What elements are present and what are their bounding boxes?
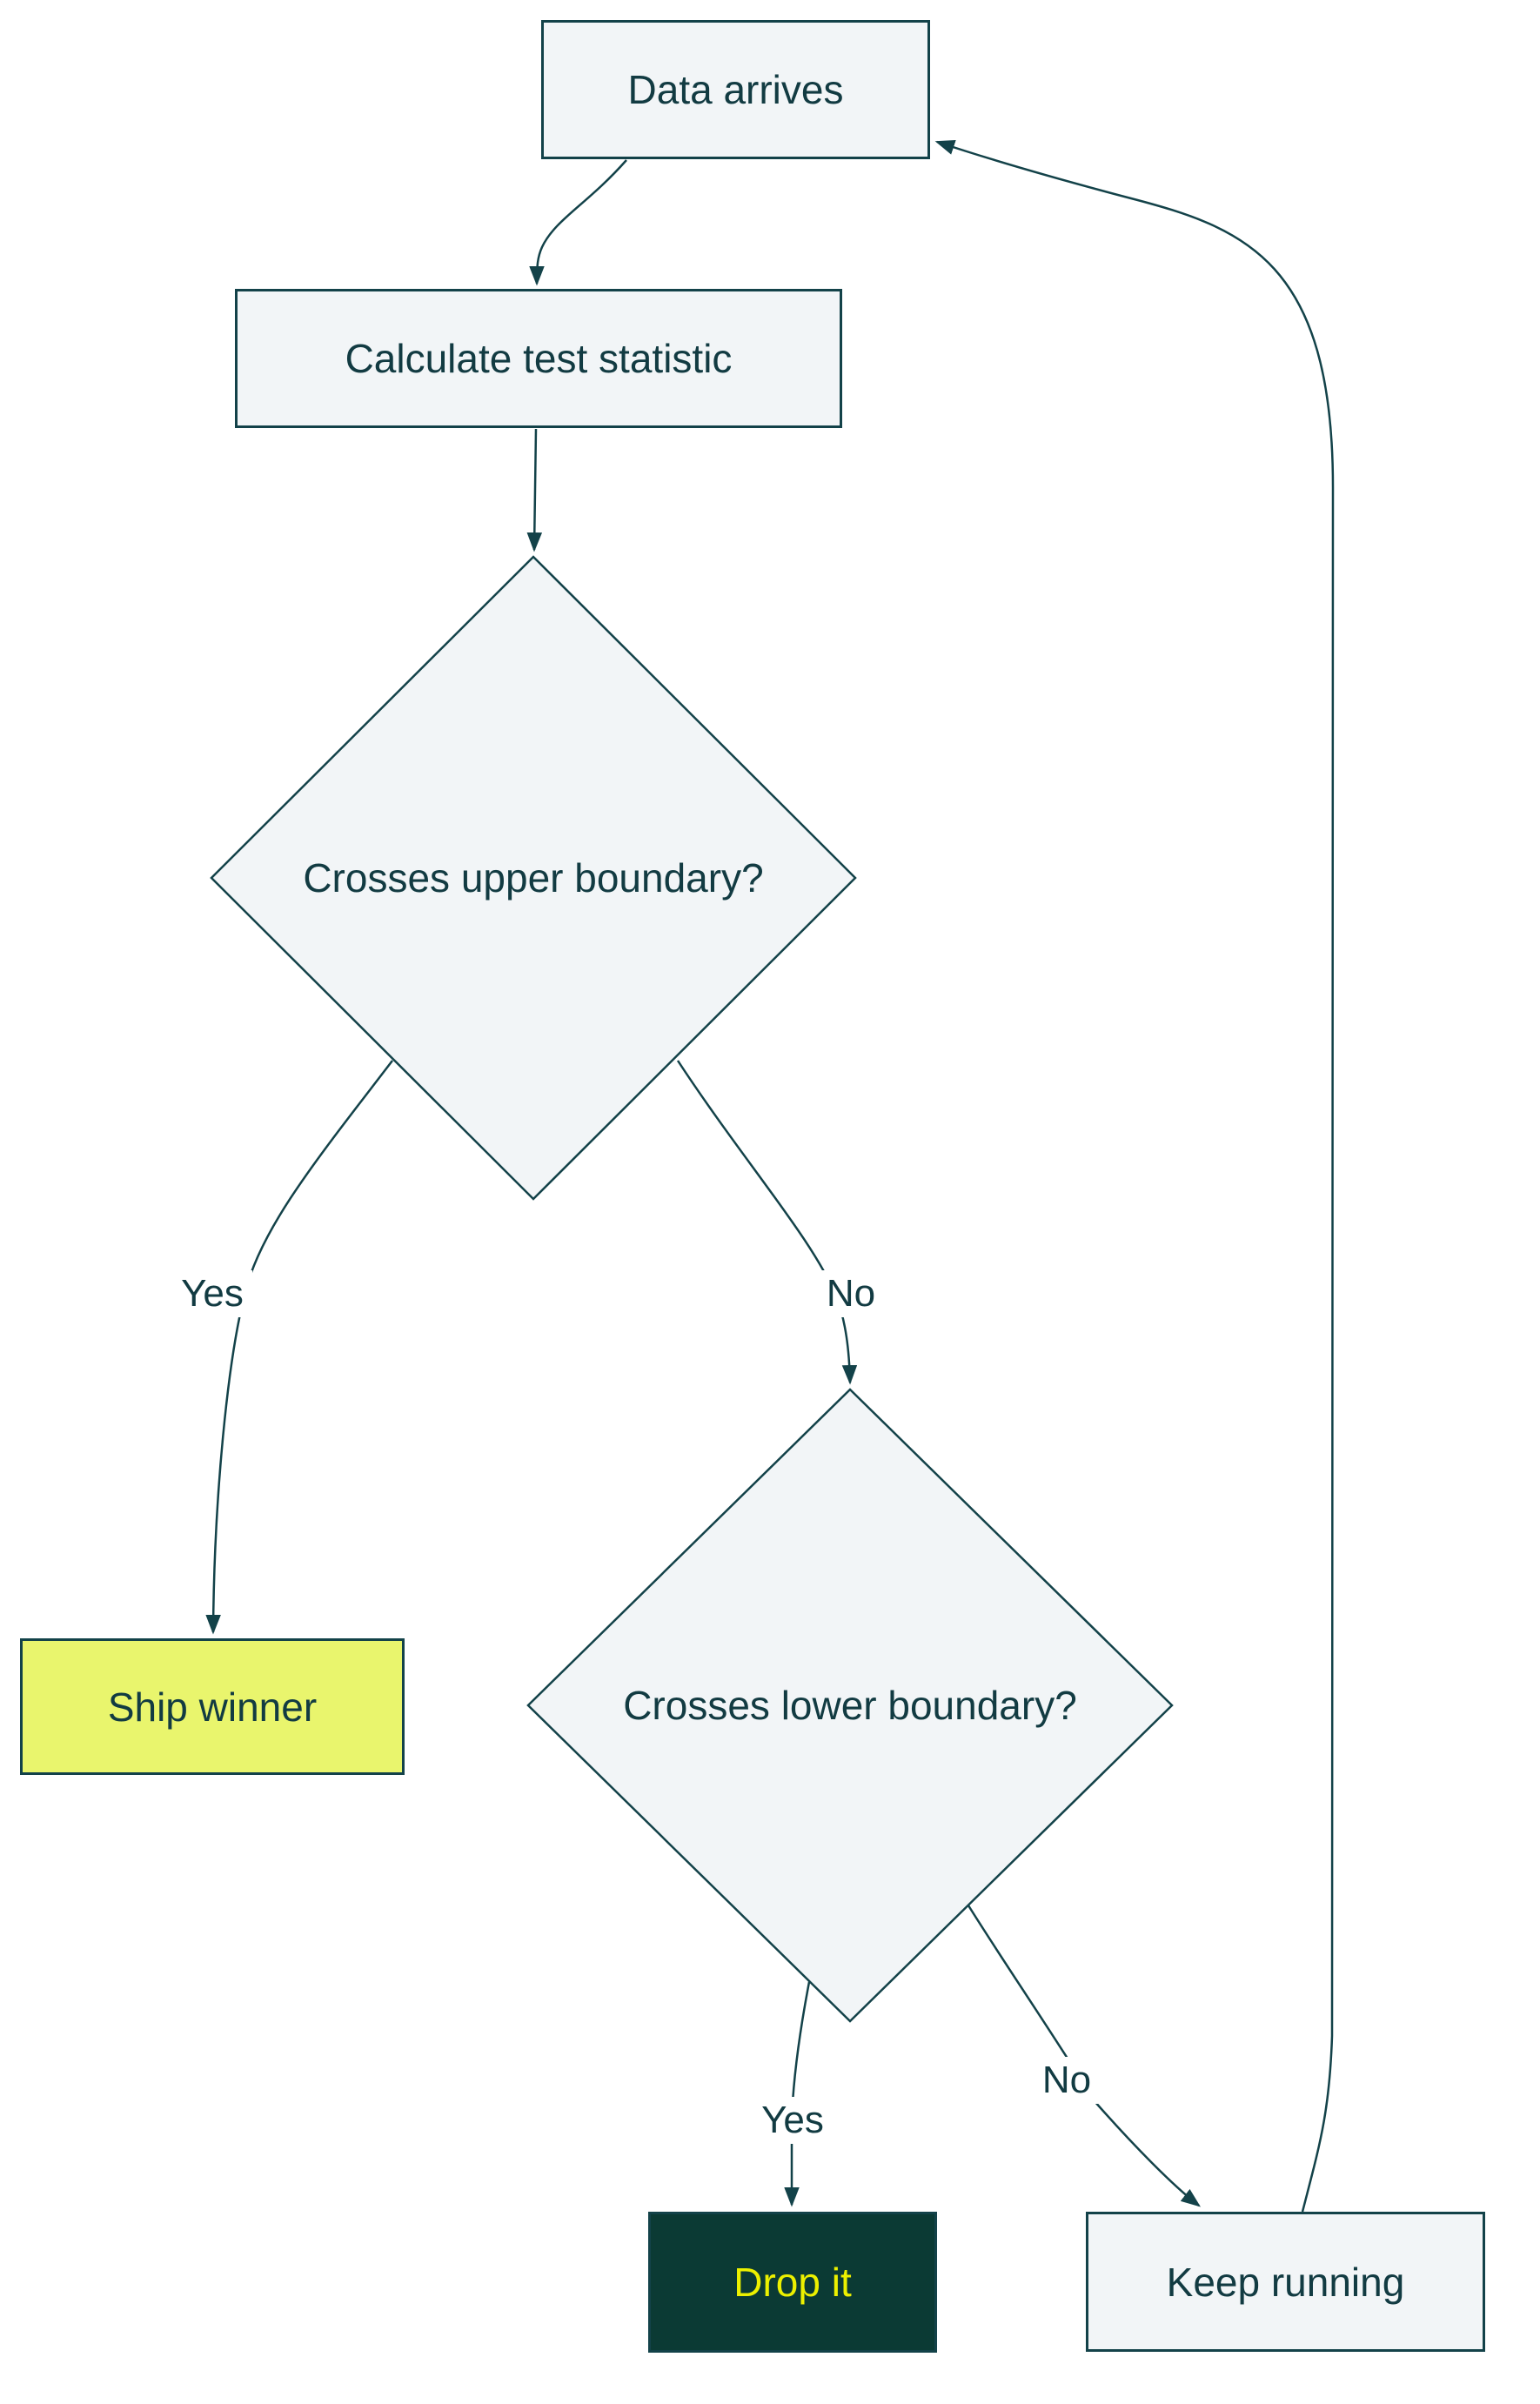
edge-label-upper-no: No <box>817 1270 885 1317</box>
upper-decision-label: Crosses upper boundary? <box>303 855 764 901</box>
node-calculate-test-statistic: Calculate test statistic <box>235 289 842 428</box>
edge-lower-yes-to-drop <box>784 1981 811 2207</box>
node-drop-it: Drop it <box>648 2212 937 2353</box>
edge-label-upper-yes: Yes <box>172 1270 252 1317</box>
edge-upper-no-to-lower-decision <box>676 1060 858 1385</box>
lower-decision-label: Crosses lower boundary? <box>623 1683 1077 1728</box>
node-keep-running-label: Keep running <box>1166 2259 1405 2305</box>
node-data-arrives: Data arrives <box>541 20 930 159</box>
edge-data-to-calculate <box>529 159 627 286</box>
edge-label-lower-yes: Yes <box>753 2097 833 2144</box>
node-ship-winner-label: Ship winner <box>107 1684 318 1730</box>
node-keep-running: Keep running <box>1086 2212 1485 2352</box>
node-calculate-label: Calculate test statistic <box>345 336 733 381</box>
edge-calculate-to-upper-decision <box>526 428 543 552</box>
edge-keep-running-loop-to-data <box>934 140 1335 2213</box>
node-data-arrives-label: Data arrives <box>627 67 844 112</box>
edge-lower-no-to-keep-running <box>967 1905 1201 2207</box>
edge-upper-yes-to-ship <box>205 1060 393 1635</box>
node-ship-winner: Ship winner <box>20 1638 405 1775</box>
node-drop-it-label: Drop it <box>733 2260 852 2305</box>
lower-decision-diamond <box>526 1388 1174 2023</box>
edge-label-lower-no: No <box>1033 2057 1101 2104</box>
upper-decision-diamond <box>210 555 857 1201</box>
